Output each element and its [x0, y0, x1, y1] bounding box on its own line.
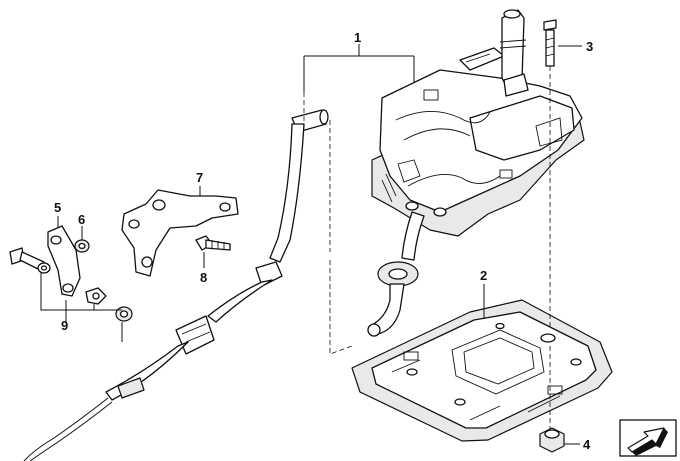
callout-7: 7	[196, 170, 203, 185]
shift-cable-lower	[367, 211, 425, 337]
callout-6: 6	[78, 212, 85, 227]
callout-2: 2	[480, 268, 487, 283]
callout-9: 9	[61, 318, 68, 333]
bolt-8	[195, 235, 231, 251]
callout-4: 4	[583, 437, 591, 452]
leader-lines	[40, 44, 582, 445]
hose-left	[207, 109, 329, 323]
callout-labels: 1 2 3 4 5 6 7 8 9	[54, 30, 593, 452]
callout-1: 1	[354, 30, 361, 45]
bracket-7	[121, 189, 239, 277]
small-parts-group	[9, 225, 133, 322]
shifter-assembly	[371, 9, 585, 237]
callout-5: 5	[54, 200, 61, 215]
callout-3: 3	[586, 39, 593, 54]
direction-arrow-icon	[619, 419, 677, 457]
nut-4	[539, 427, 565, 453]
callout-8: 8	[200, 270, 207, 285]
base-plate	[351, 299, 613, 442]
bowden-cable	[23, 315, 215, 461]
